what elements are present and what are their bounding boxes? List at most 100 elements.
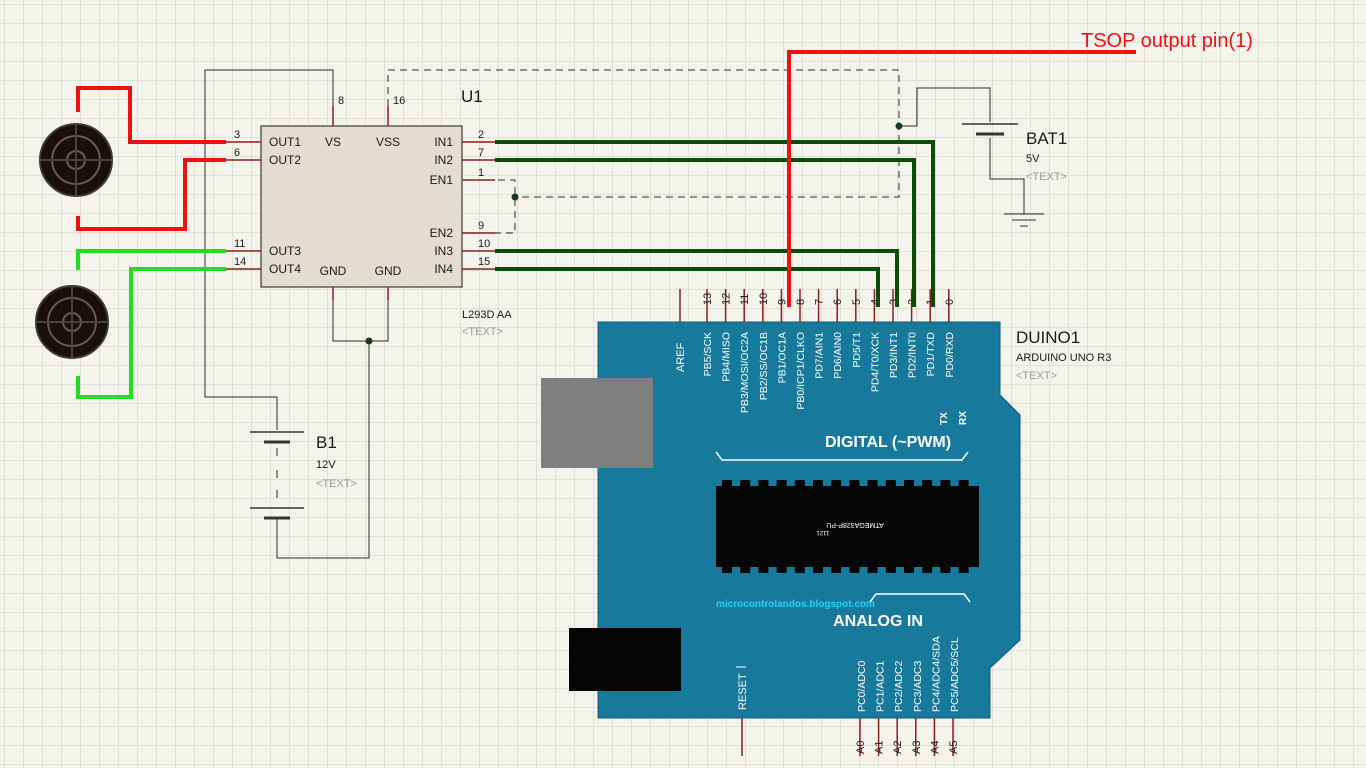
digital-pin-labels: PB5/SCK PB4/MISO PB3/MOSI/OC2A PB2/SS/OC1B P… — [702, 332, 956, 414]
arduino-digital-label: PD7/AIN1 — [814, 332, 826, 379]
in4-wire — [495, 267, 880, 307]
arduino-digital-label: PB0/ICP1/CLKO — [795, 332, 807, 410]
arduino-pin-number: 9 — [776, 299, 788, 305]
chip-pin — [776, 480, 787, 486]
arduino-digital-label: PD6/AIN0 — [832, 332, 844, 379]
duino-ref: DUINO1 — [1016, 328, 1080, 347]
arduino-analog-label: PC5/ADC5/SCL — [949, 637, 961, 712]
chip-pin — [722, 567, 732, 573]
analog-bracket — [869, 593, 971, 603]
arduino-digital-label: PD1/TXD — [925, 332, 937, 377]
arduino-pin-number: 6 — [832, 299, 844, 305]
l293d-body — [260, 125, 463, 288]
arduino-digital-label: PD4/T0/XCK — [869, 332, 881, 392]
blog-credit: microcontrolandos.blogspot.com — [716, 599, 875, 610]
chip-pins — [722, 480, 969, 573]
bat1-negative-wire — [989, 138, 1025, 214]
in2-wire — [495, 158, 916, 307]
arduino-analog-label: PC1/ADC1 — [875, 660, 887, 712]
u1-pin-name: GND — [320, 264, 347, 278]
u1-ref: U1 — [461, 87, 483, 106]
chip-pin — [958, 567, 969, 573]
u1-pin-number: 7 — [478, 147, 484, 159]
chip-pin — [794, 567, 805, 573]
u1-pin-number: 15 — [478, 256, 490, 268]
out1-wire — [76, 86, 226, 144]
arduino-analog-label: PC2/ADC2 — [893, 660, 905, 712]
motor-2[interactable] — [35, 285, 109, 359]
arduino-digital-label: PD2/INT0 — [907, 332, 919, 378]
duino-part: ARDUINO UNO R3 — [1016, 352, 1111, 364]
atmega-chip — [716, 486, 979, 567]
chip-pin — [867, 567, 878, 573]
arduino-digital-label: PD5/T1 — [851, 332, 863, 368]
out4-wire — [76, 267, 226, 399]
u1-pin-number: 14 — [234, 256, 246, 268]
u1-pin-name: IN4 — [434, 262, 453, 276]
u1-pin-number: 16 — [393, 95, 405, 107]
out3-wire — [76, 249, 226, 270]
u1-pin-name: IN3 — [434, 244, 453, 258]
in3-wire — [495, 249, 899, 307]
u1-pin-name: OUT4 — [269, 262, 301, 276]
signal-wires — [495, 140, 935, 307]
b1-ref: B1 — [316, 433, 337, 452]
chip-pin — [740, 567, 751, 573]
junction-gnd — [365, 337, 373, 345]
chip-pin — [831, 567, 842, 573]
u1-pin-number: 8 — [338, 95, 344, 107]
power-jack — [569, 628, 681, 691]
u1-part: L293D AA — [462, 309, 512, 321]
arduino-analog-number: A0 — [855, 741, 867, 754]
arduino-pin-number: 5 — [851, 299, 863, 305]
chip-pin — [758, 567, 769, 573]
chip-pin — [758, 480, 769, 486]
bat1-value: 5V — [1026, 153, 1040, 165]
battery-b1[interactable] — [250, 431, 304, 520]
b1-text: <TEXT> — [316, 478, 357, 490]
digital-header: DIGITAL (~PWM) — [825, 434, 951, 451]
u1-pin-name: OUT1 — [269, 135, 301, 149]
chip-pin — [849, 567, 860, 573]
battery-bat1[interactable] — [962, 123, 1018, 136]
b1-return-wire — [276, 341, 370, 559]
chip-pin — [849, 480, 860, 486]
arduino-digital-label: PB5/SCK — [702, 332, 714, 376]
b1-value: 12V — [316, 459, 336, 471]
tx-label: TX — [939, 412, 950, 425]
bat1-text: <TEXT> — [1026, 171, 1067, 183]
in1-wire — [495, 140, 935, 307]
chip-pin — [776, 567, 787, 573]
arduino-board[interactable]: ATMEGA328P-PU 1121 DIGITAL (~PWM) ANALOG… — [541, 321, 1021, 719]
analog-header: ANALOG IN — [833, 613, 923, 630]
u1-pin-number: 6 — [234, 147, 240, 159]
u1-pin-name: IN2 — [434, 153, 453, 167]
chip-pin — [940, 480, 951, 486]
arduino-analog-number: A1 — [874, 741, 886, 754]
motor-1[interactable] — [39, 123, 113, 197]
arduino-analog-number: A5 — [948, 741, 960, 754]
gnd-join-wire — [332, 287, 389, 342]
arduino-digital-label: PB4/MISO — [721, 332, 733, 382]
arduino-digital-label: PB1/OC1A — [776, 332, 788, 383]
junction-bat1 — [895, 122, 903, 130]
chip-pin — [885, 567, 896, 573]
arduino-digital-label: PB2/SS/OC1B — [758, 332, 770, 400]
chip-pin — [922, 480, 933, 486]
u1-pin-number: 3 — [234, 129, 240, 141]
arduino-analog-label: PC3/ADC3 — [912, 660, 924, 712]
chip-pin — [794, 480, 805, 486]
u1-pin-number: 11 — [234, 238, 245, 250]
junction-enable — [511, 193, 519, 201]
chip-pin — [885, 480, 896, 486]
arduino-digital-label: PB3/MOSI/OC2A — [739, 332, 751, 413]
u1-pin-number: 9 — [478, 220, 484, 232]
chip-pin — [831, 480, 842, 486]
arduino-pin-number: 12 — [721, 293, 733, 305]
